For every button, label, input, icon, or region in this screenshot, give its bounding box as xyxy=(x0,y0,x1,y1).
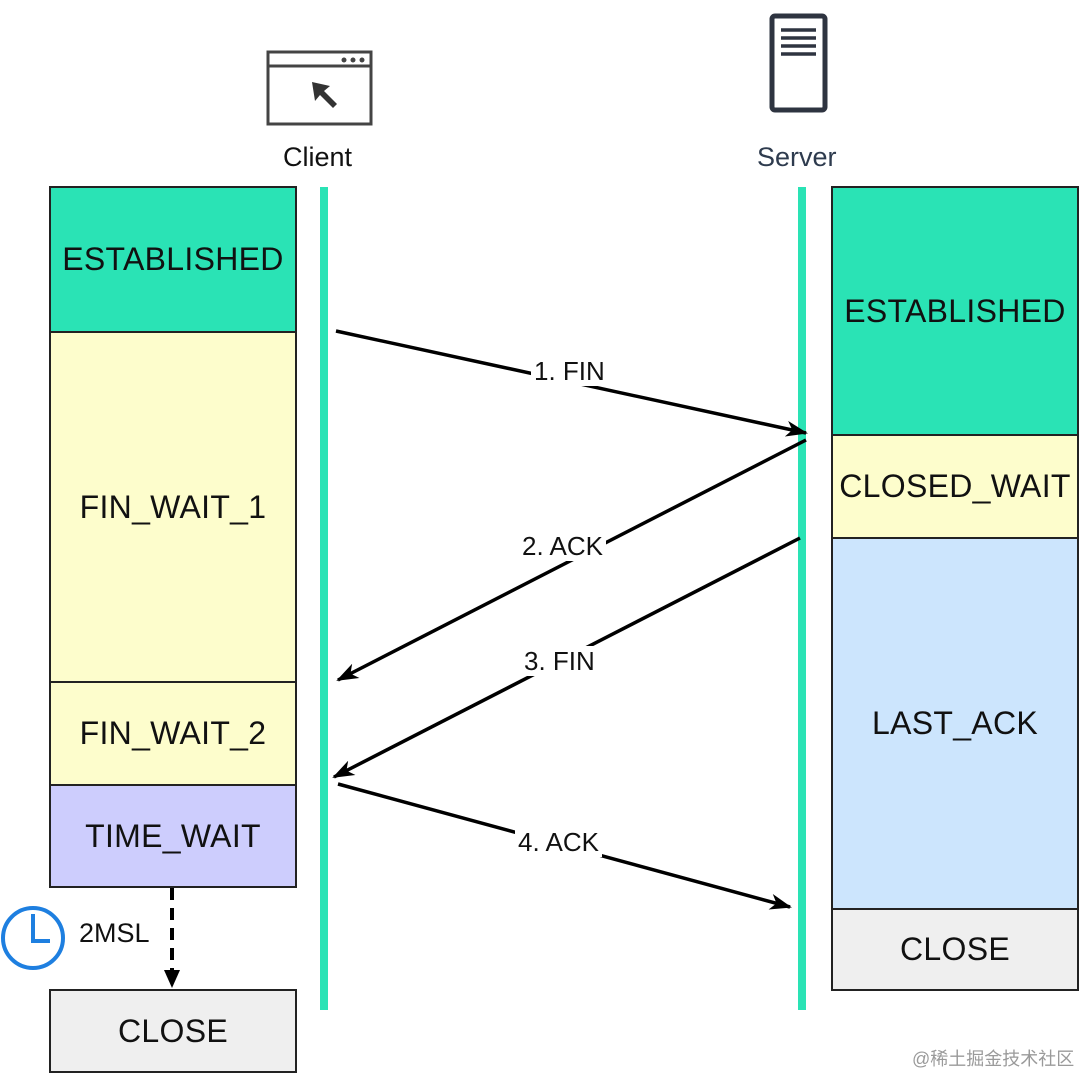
timer-arrowhead xyxy=(164,970,180,988)
client-state-fin-wait-1: FIN_WAIT_1 xyxy=(49,331,297,683)
server-established-label: ESTABLISHED xyxy=(844,292,1066,329)
browser-window-icon xyxy=(266,50,373,126)
fin-wait-1-label: FIN_WAIT_1 xyxy=(79,488,267,525)
server-icon xyxy=(769,13,828,113)
client-state-fin-wait-2: FIN_WAIT_2 xyxy=(49,681,297,786)
server-label: Server xyxy=(757,142,837,172)
fin1-label: 1. FIN xyxy=(531,356,608,386)
ack4-label: 4. ACK xyxy=(515,827,602,857)
watermark: @稀土掘金技术社区 xyxy=(912,1049,1075,1069)
server-state-established: ESTABLISHED xyxy=(831,186,1079,436)
client-state-time-wait: TIME_WAIT xyxy=(49,784,297,888)
client-close-label: CLOSE xyxy=(118,1012,228,1049)
client-established-label: ESTABLISHED xyxy=(62,241,284,277)
client-label: Client xyxy=(283,142,353,172)
timer-label: 2MSL xyxy=(76,918,153,948)
clock-icon xyxy=(1,906,65,970)
server-close-label: CLOSE xyxy=(900,931,1010,967)
fin-wait-2-label: FIN_WAIT_2 xyxy=(79,715,267,751)
client-lifeline xyxy=(320,187,328,1010)
client-state-close: CLOSE xyxy=(49,989,297,1073)
server-lifeline xyxy=(798,187,806,1010)
fin3-label: 3. FIN xyxy=(521,646,598,676)
client-state-established: ESTABLISHED xyxy=(49,186,297,333)
server-state-last-ack: LAST_ACK xyxy=(831,537,1079,910)
server-state-closed-wait: CLOSED_WAIT xyxy=(831,434,1079,539)
time-wait-label: TIME_WAIT xyxy=(85,817,261,854)
server-state-close: CLOSE xyxy=(831,908,1079,991)
ack2-label: 2. ACK xyxy=(519,531,606,561)
closed-wait-label: CLOSED_WAIT xyxy=(839,468,1071,504)
last-ack-label: LAST_ACK xyxy=(871,705,1039,741)
